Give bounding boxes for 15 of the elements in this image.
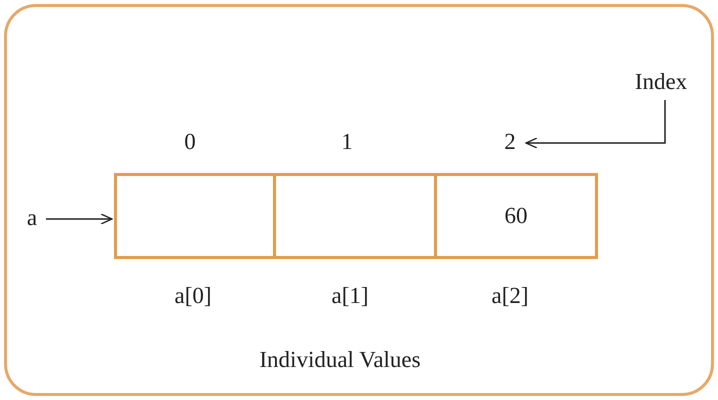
index-number: 1 xyxy=(340,128,354,156)
element-name: a[1] xyxy=(330,282,370,310)
caption-text: Individual Values xyxy=(258,346,422,374)
array-cell xyxy=(273,173,437,259)
variable-name: a xyxy=(20,204,44,234)
index-number: 0 xyxy=(183,128,197,156)
arrow xyxy=(525,100,666,149)
arrow xyxy=(46,213,113,225)
index-label: Index xyxy=(618,68,704,98)
array-cell xyxy=(114,173,276,259)
index-number: 2 xyxy=(498,128,522,158)
array-cell xyxy=(434,173,598,259)
cell-value: 60 xyxy=(504,202,528,230)
element-name: a[0] xyxy=(173,282,213,310)
element-name: a[2] xyxy=(490,282,530,310)
